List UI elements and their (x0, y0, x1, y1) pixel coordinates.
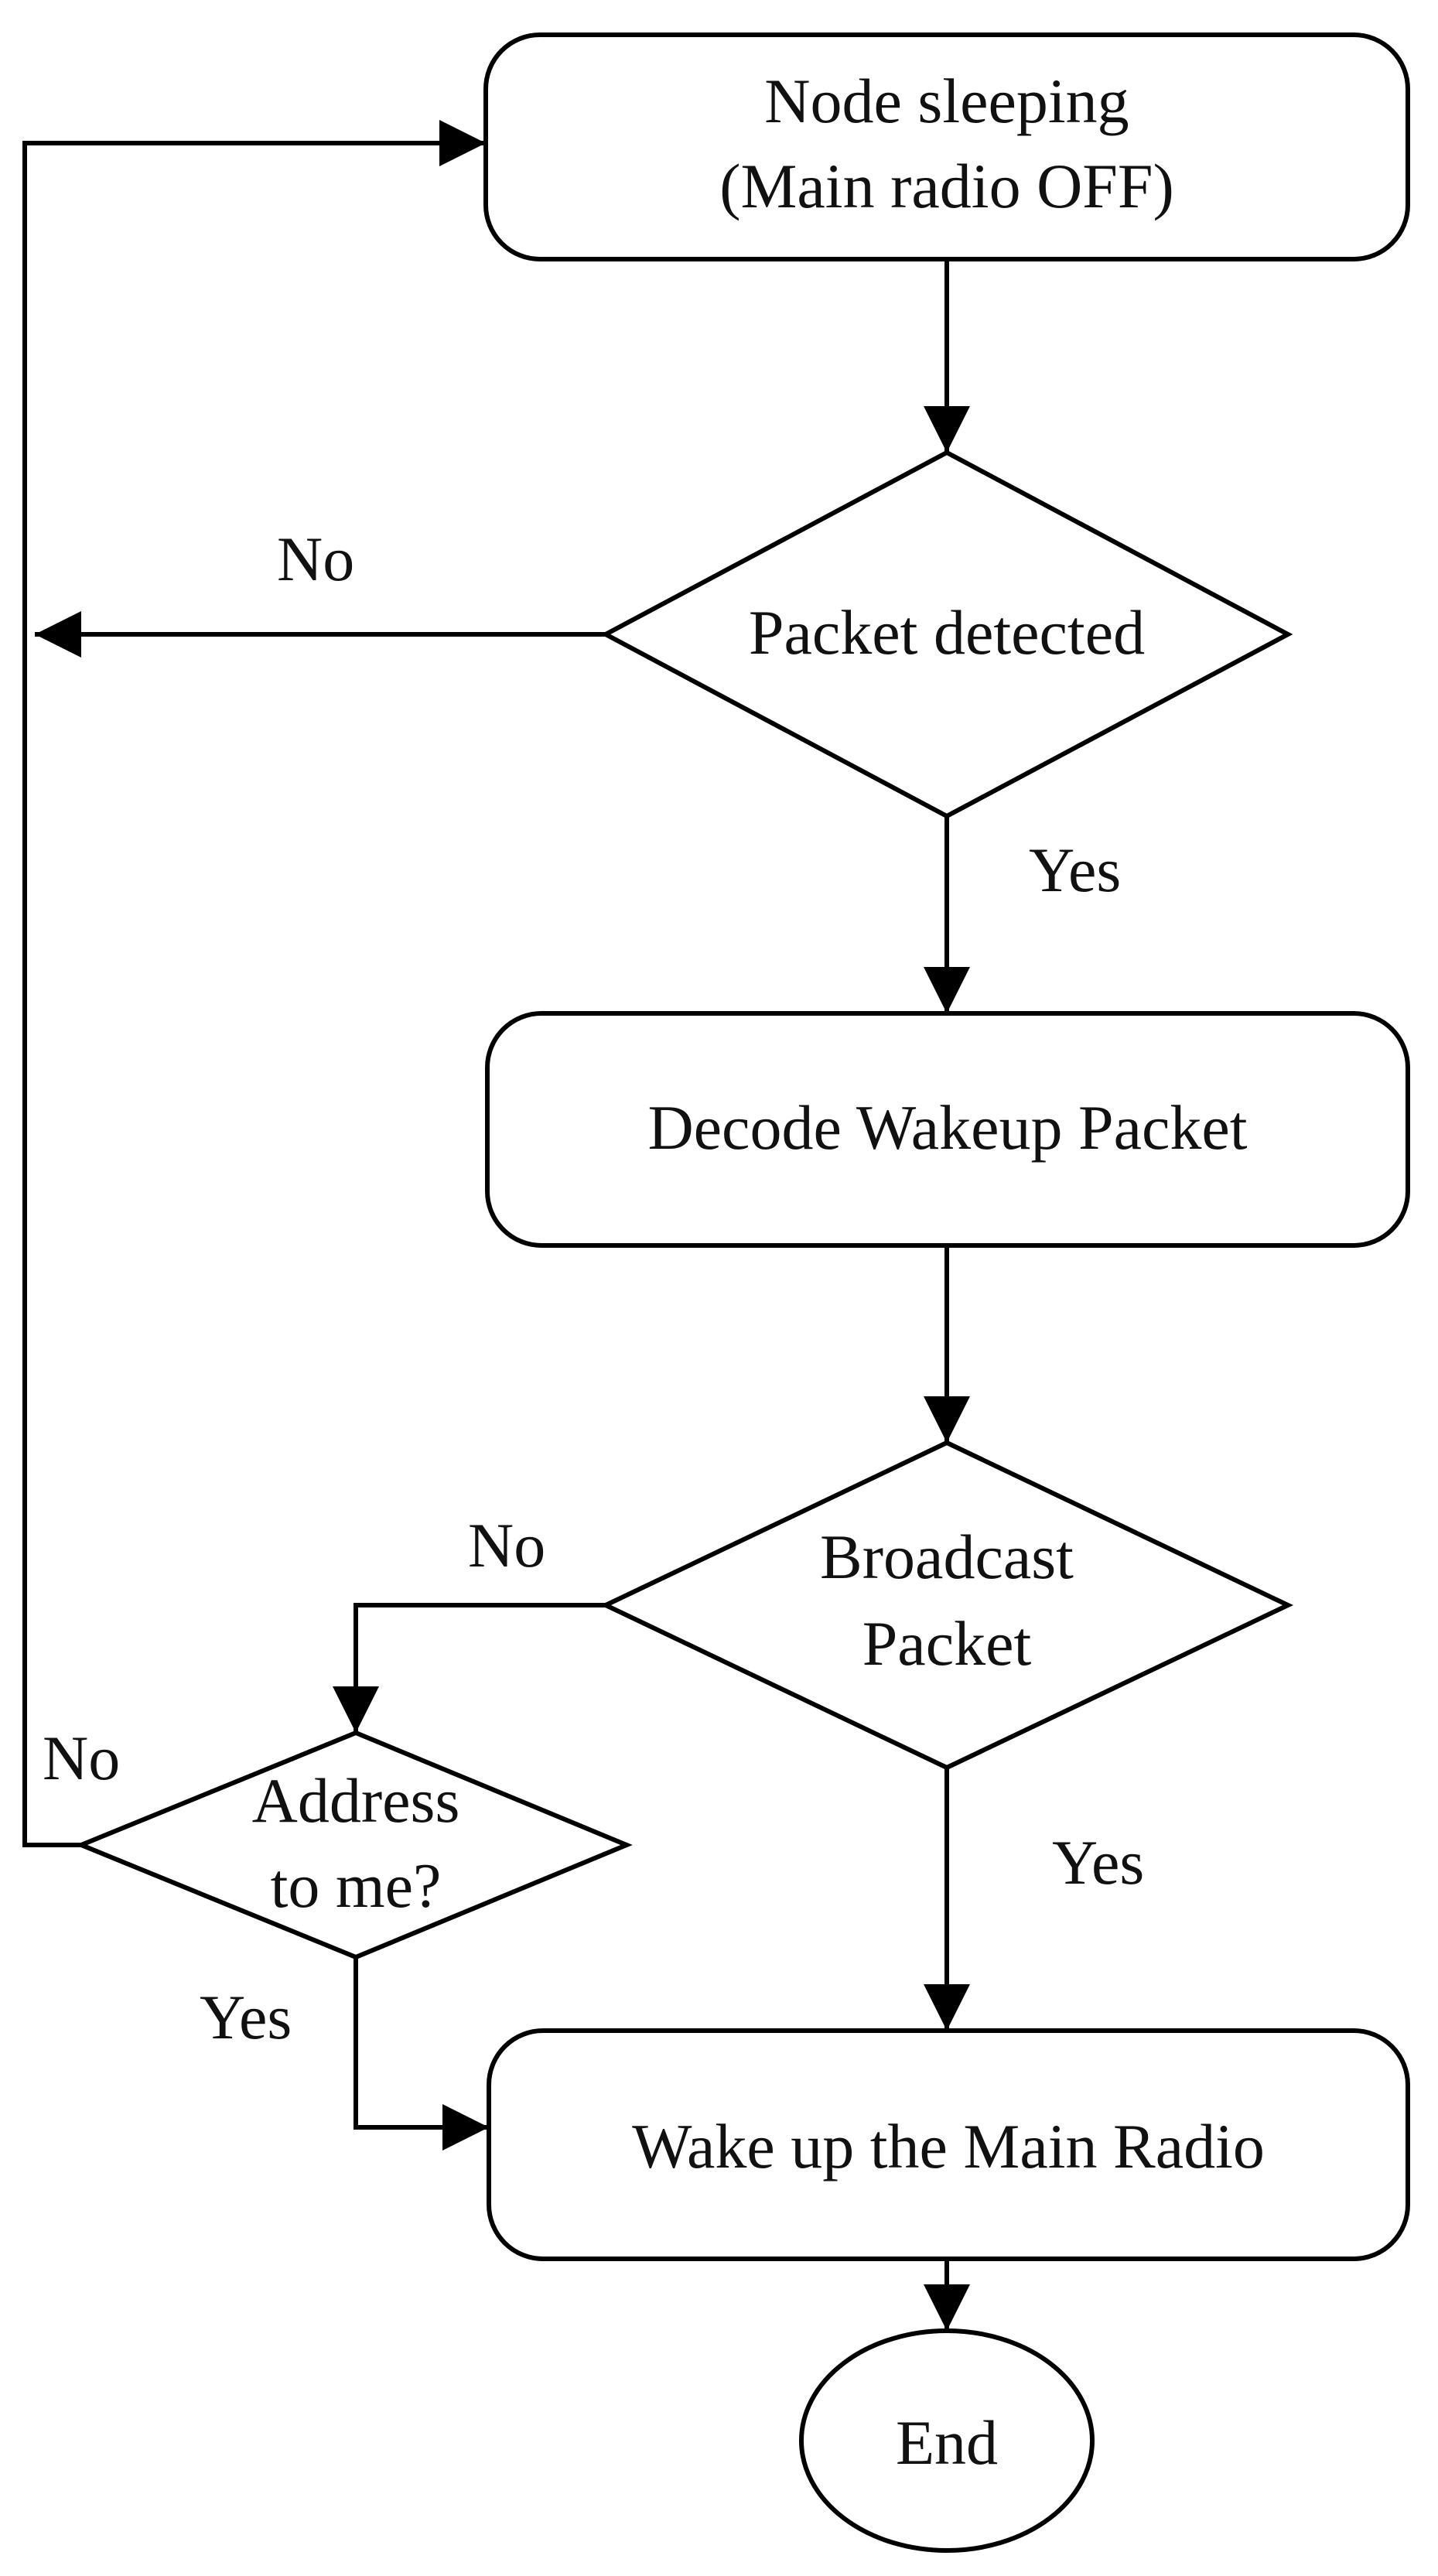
edge-label-packet-yes: Yes (1029, 835, 1121, 905)
node-sleeping-line1: Node sleeping (764, 66, 1129, 136)
address-to-me-line1: Address (252, 1765, 460, 1836)
broadcast-packet-diamond (600, 1440, 1293, 1771)
node-sleeping-line2: (Main radio OFF) (719, 151, 1174, 221)
wake-main-radio-label: Wake up the Main Radio (632, 2111, 1265, 2181)
broadcast-packet-line2: Packet (862, 1608, 1032, 1679)
edge-label-packet-no: No (277, 524, 354, 594)
decode-wakeup-label: Decode Wakeup Packet (647, 1092, 1247, 1163)
edge-label-broadcast-no: No (468, 1510, 545, 1580)
edge-address-yes (354, 1957, 489, 2151)
address-to-me-line2: to me? (271, 1850, 442, 1921)
broadcast-packet-line1: Broadcast (820, 1522, 1074, 1592)
edge-address-no-loop (22, 120, 486, 1847)
edge-label-address-no: No (43, 1723, 120, 1793)
edge-label-broadcast-yes: Yes (1052, 1827, 1144, 1898)
edge-broadcast-no (333, 1603, 606, 1733)
packet-detected-label: Packet detected (749, 597, 1145, 668)
edge-label-address-yes: Yes (200, 1982, 292, 2052)
end-label: End (896, 2407, 998, 2478)
